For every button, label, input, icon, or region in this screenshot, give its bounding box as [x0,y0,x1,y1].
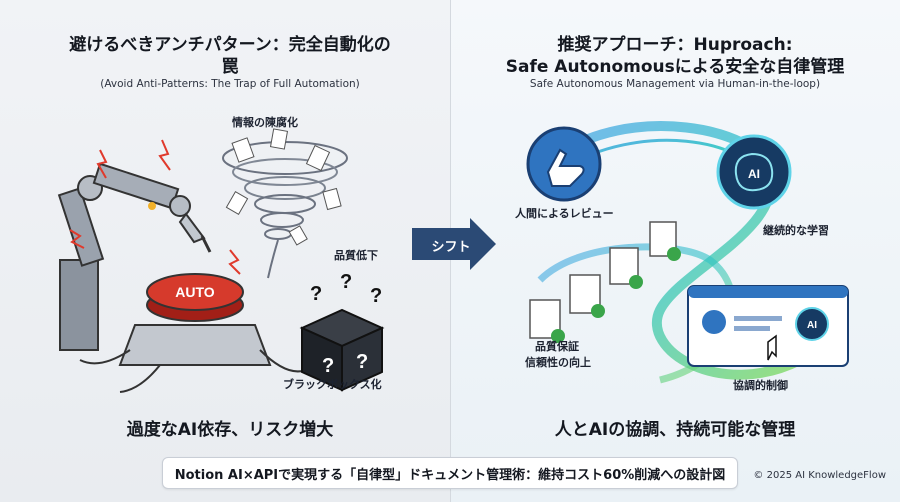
right-title-line2: Safe Autonomousによる安全な自律管理 [505,57,845,77]
document-check-icons [529,221,681,343]
label-black-box: ブラックボックス化 [283,378,382,391]
robot-arm-icon [57,162,212,351]
label-reliability: 信頼性の向上 [525,356,591,369]
hitl-flow-illustration: AI AI [526,121,849,384]
automation-trap-illustration: AUTO ? ? ? ? ? [57,128,385,393]
shift-label: シフト [431,240,471,255]
label-human-review: 人間によるレビュー [515,207,614,220]
right-title-line1: 推奨アプローチ：Huproach: [557,35,793,55]
svg-text:?: ? [370,285,382,307]
human-review-icon [526,126,602,202]
spark-icons [69,139,241,275]
svg-text:?: ? [322,355,334,377]
right-caption: 人とAIの協調、持続可能な管理 [554,420,796,440]
tornado-icon [222,128,348,279]
left-subtitle: (Avoid Anti-Patterns: The Trap of Full A… [100,78,360,90]
ai-brain-icon: AI [716,134,792,210]
auto-button-icon: AUTO [79,273,311,393]
label-quality-degradation: 品質低下 [334,249,378,262]
left-caption: 過度なAI依存、リスク増大 [126,420,334,440]
left-title-line1: 避けるべきアンチパターン：完全自動化の [69,35,391,55]
shift-arrow-icon [412,218,496,270]
left-panel [0,0,450,502]
footer-banner: Notion AI×APIで実現する「自律型」ドキュメント管理術：維持コスト60… [162,457,738,489]
svg-text:?: ? [340,271,352,293]
ai-brain-label: AI [748,167,760,181]
label-info-obsolescence: 情報の陳腐化 [232,116,298,129]
label-continuous-learning: 継続的な学習 [763,224,829,237]
collaborative-control-icon: AI [687,285,849,367]
copyright: © 2025 AI KnowledgeFlow [753,470,886,481]
auto-button-label: AUTO [175,284,215,300]
black-box-icon: ? ? ? ? ? [299,271,385,392]
label-quality-assurance: 品質保証 [535,340,579,353]
ai-screen-label: AI [807,320,817,331]
svg-text:?: ? [310,283,322,305]
label-collaborative-control: 協調的制御 [733,379,788,392]
svg-text:?: ? [356,351,368,373]
right-subtitle: Safe Autonomous Management via Human-in-… [529,78,821,90]
left-title-line2: 罠 [221,57,239,77]
